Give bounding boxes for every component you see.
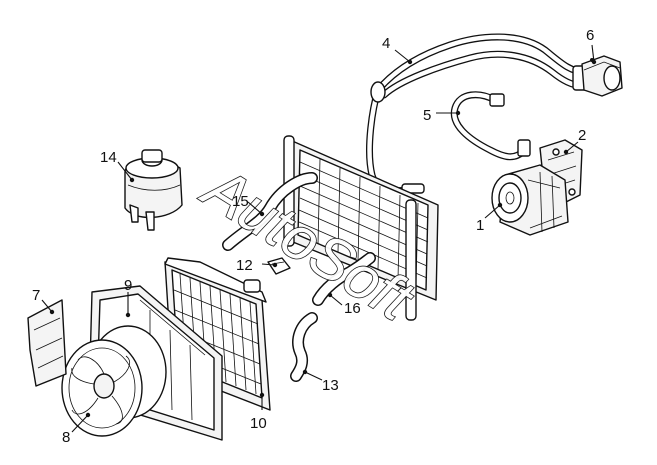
ac-hose-part-5 <box>450 91 531 161</box>
expansion-tank-part-14 <box>124 149 183 231</box>
callout-15: 15 <box>232 193 249 210</box>
callout-12: 12 <box>236 257 253 274</box>
lower-hose-part-16 <box>312 252 376 306</box>
callout-14: 14 <box>100 149 117 166</box>
callout-2: 2 <box>578 127 586 144</box>
callout-9: 9 <box>124 277 132 294</box>
ac-compressor-part-1 <box>491 164 569 236</box>
air-guide-part-7 <box>27 299 67 387</box>
callout-6: 6 <box>586 27 594 44</box>
leader-lines <box>41 44 597 433</box>
pressure-switch-part-6 <box>581 55 623 97</box>
callout-4: 4 <box>382 35 390 52</box>
callout-7: 7 <box>32 287 40 304</box>
callout-8: 8 <box>62 429 70 446</box>
callout-13: 13 <box>322 377 339 394</box>
clip-part-12 <box>267 257 291 275</box>
callout-1: 1 <box>476 217 484 234</box>
upper-hose-part-15 <box>222 172 318 251</box>
callout-16: 16 <box>344 300 361 317</box>
cooling-fan-part-8 <box>61 339 143 437</box>
hose-part-13 <box>290 312 318 382</box>
callout-labels: 1 2 4 5 6 7 8 9 10 12 13 14 15 16 <box>32 27 594 446</box>
ac-condenser <box>283 135 439 321</box>
callout-5: 5 <box>423 107 431 124</box>
callout-10: 10 <box>250 415 267 432</box>
